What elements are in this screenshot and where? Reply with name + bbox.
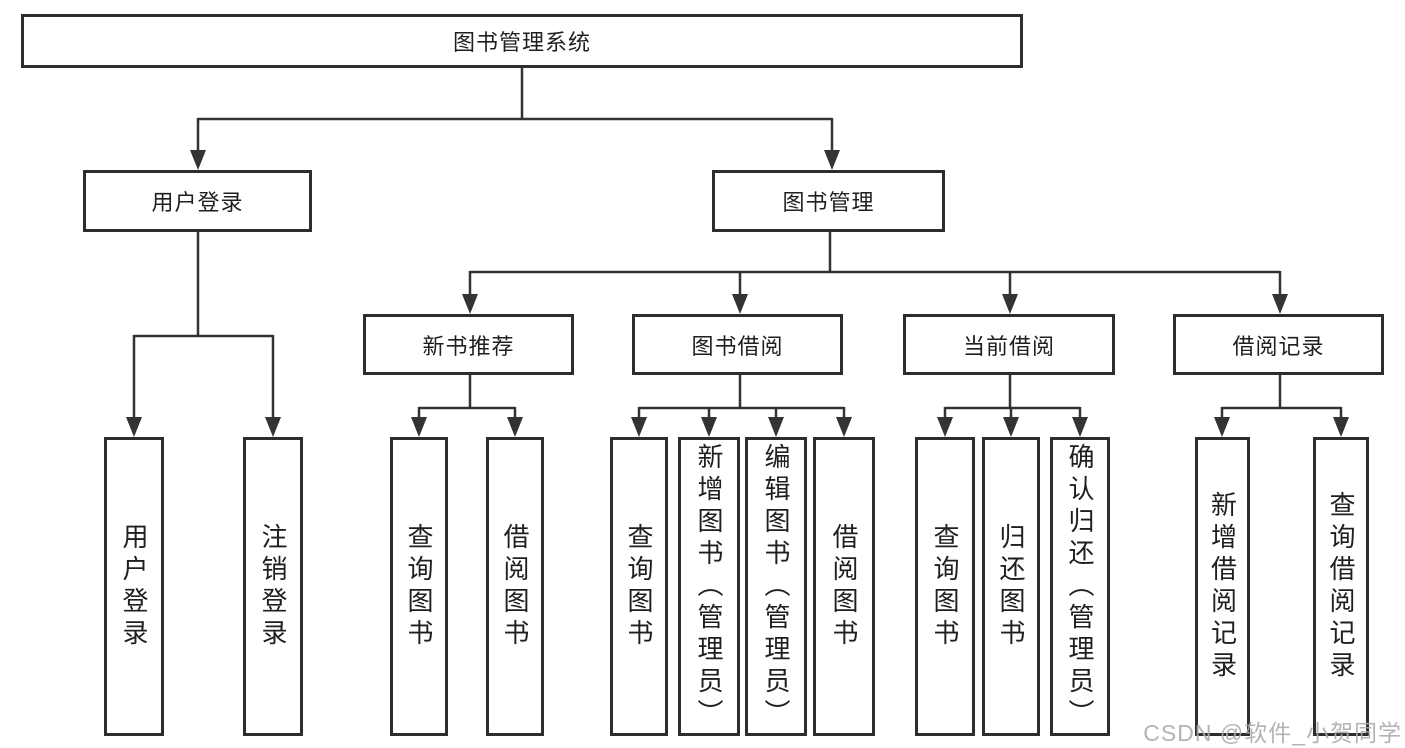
leaf-borrow-books-recommend: 借阅图书 [486, 437, 544, 736]
node-book-management-label: 图书管理 [782, 190, 875, 215]
connector-root-to-level2 [190, 68, 840, 170]
node-book-borrow: 图书借阅 [632, 314, 843, 375]
arrowhead-icon [126, 417, 142, 437]
leaf-edit-books-admin-label: 编辑图书（管理员） [761, 442, 791, 731]
node-book-borrow-label: 图书借阅 [691, 333, 784, 359]
node-user-login: 用户登录 [83, 170, 312, 232]
leaf-user-login: 用户登录 [104, 437, 164, 736]
arrowhead-icon [937, 417, 953, 437]
connector-user-login-to-leaves [126, 232, 281, 437]
arrowhead-icon [1333, 417, 1349, 437]
arrowhead-icon [190, 150, 206, 170]
arrowhead-icon [1002, 294, 1018, 314]
connector-book-borrow-to-leaves [631, 374, 852, 437]
arrowhead-icon [1272, 294, 1288, 314]
leaf-query-books-borrow-label: 查询图书 [624, 522, 654, 651]
leaf-query-books-recommend: 查询图书 [390, 437, 448, 736]
leaf-confirm-return-admin: 确认归还（管理员） [1050, 437, 1110, 736]
node-new-book-recommend: 新书推荐 [363, 314, 574, 375]
arrowhead-icon [1214, 417, 1230, 437]
leaf-query-borrow-record-label: 查询借阅记录 [1326, 490, 1356, 683]
leaf-edit-books-admin: 编辑图书（管理员） [745, 437, 807, 736]
leaf-logout-label: 注销登录 [258, 522, 288, 651]
leaf-borrow-books-label: 借阅图书 [829, 522, 859, 651]
node-current-borrow-label: 当前借阅 [962, 333, 1055, 359]
leaf-add-books-admin: 新增图书（管理员） [678, 437, 740, 736]
leaf-query-books-current-label: 查询图书 [930, 522, 960, 651]
arrowhead-icon [836, 417, 852, 437]
arrowhead-icon [768, 417, 784, 437]
leaf-query-borrow-record: 查询借阅记录 [1313, 437, 1369, 736]
arrowhead-icon [824, 150, 840, 170]
arrowhead-icon [1072, 417, 1088, 437]
leaf-logout: 注销登录 [243, 437, 303, 736]
leaf-user-login-label: 用户登录 [119, 522, 149, 651]
leaf-query-books-borrow: 查询图书 [610, 437, 668, 736]
node-root-label: 图书管理系统 [452, 30, 591, 55]
arrowhead-icon [265, 417, 281, 437]
leaf-return-books: 归还图书 [982, 437, 1040, 736]
node-current-borrow: 当前借阅 [903, 314, 1115, 375]
leaf-return-books-label: 归还图书 [996, 522, 1026, 651]
arrowhead-icon [701, 417, 717, 437]
leaf-query-books-recommend-label: 查询图书 [404, 522, 434, 651]
leaf-borrow-books: 借阅图书 [813, 437, 875, 736]
node-book-management: 图书管理 [712, 170, 945, 232]
arrowhead-icon [462, 294, 478, 314]
node-borrow-records-label: 借阅记录 [1232, 333, 1325, 359]
leaf-add-borrow-record: 新增借阅记录 [1195, 437, 1250, 736]
arrowhead-icon [1003, 417, 1019, 437]
connector-book-mgmt-to-level3 [462, 232, 1288, 314]
leaf-confirm-return-admin-label: 确认归还（管理员） [1065, 442, 1095, 731]
arrowhead-icon [411, 417, 427, 437]
node-new-book-recommend-label: 新书推荐 [422, 333, 515, 359]
node-user-login-label: 用户登录 [151, 190, 244, 215]
leaf-add-books-admin-label: 新增图书（管理员） [694, 442, 724, 731]
leaf-query-books-current: 查询图书 [915, 437, 975, 736]
connector-borrow-records-to-leaves [1214, 374, 1349, 437]
arrowhead-icon [732, 294, 748, 314]
csdn-watermark: CSDN @软件_小贺同学 [1143, 720, 1402, 746]
node-borrow-records: 借阅记录 [1173, 314, 1384, 375]
leaf-borrow-books-recommend-label: 借阅图书 [500, 522, 530, 651]
arrowhead-icon [631, 417, 647, 437]
leaf-add-borrow-record-label: 新增借阅记录 [1207, 490, 1238, 683]
arrowhead-icon [507, 417, 523, 437]
node-root: 图书管理系统 [21, 14, 1023, 68]
connector-new-book-to-leaves [411, 374, 523, 437]
connector-current-borrow-to-leaves [937, 374, 1088, 437]
